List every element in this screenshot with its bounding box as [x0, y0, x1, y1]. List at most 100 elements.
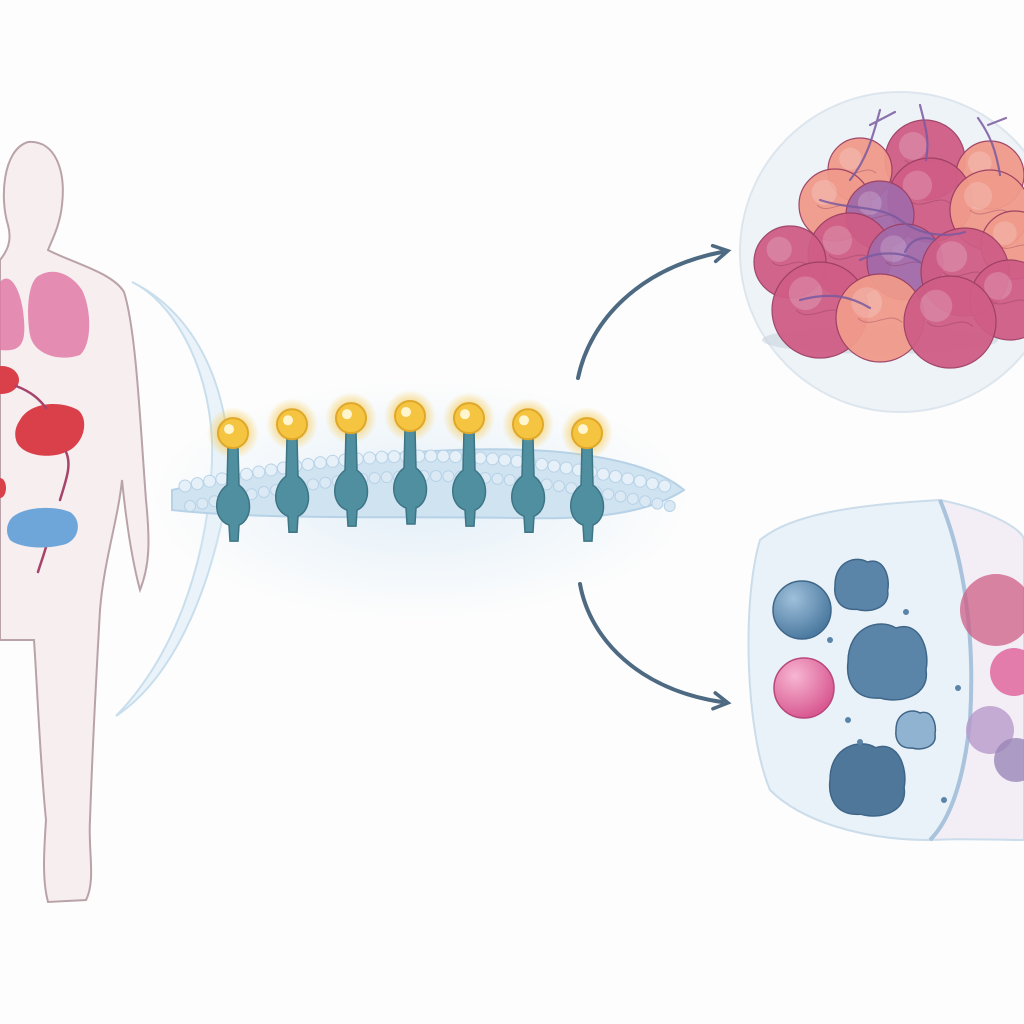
lipid-bead: [602, 488, 615, 501]
tumor-cell-highlight: [992, 221, 1017, 246]
lipid-bead: [614, 490, 627, 503]
receptor-stalk: [570, 444, 605, 542]
ligand: [335, 402, 367, 435]
tumor-cell-highlight: [920, 289, 953, 322]
ligand: [394, 400, 426, 432]
receptor: [266, 398, 318, 534]
lipid-bead: [326, 454, 340, 468]
lipid-bead: [252, 465, 266, 479]
lipid-bead: [313, 456, 327, 470]
lipid-bead: [319, 476, 332, 489]
tumor-cluster: [739, 91, 1024, 413]
lipid-bead: [178, 479, 192, 493]
tumor-remnant: [990, 648, 1024, 696]
tumor-cell-highlight: [822, 225, 853, 255]
receptor-stalk: [511, 435, 546, 534]
tumor-cell-highlight: [766, 236, 792, 262]
lungs: [0, 271, 90, 358]
ligand-highlight: [519, 415, 529, 426]
lipid-bead: [498, 453, 512, 467]
tumor-cell-texture: [908, 199, 952, 205]
receptor: [207, 407, 259, 542]
lipid-bead: [645, 477, 659, 491]
lipid-bead: [609, 469, 622, 483]
lipid-bead: [559, 461, 573, 475]
tumor-cell: [835, 273, 925, 363]
lipid-bead: [633, 474, 647, 488]
lipid-bead: [547, 459, 561, 473]
kidney-upper: [0, 366, 19, 394]
lipid-bead: [375, 450, 389, 464]
lipid-bead: [203, 474, 217, 488]
ligand-highlight: [342, 409, 352, 420]
tumor-cell-highlight: [984, 272, 1012, 300]
lipid-bead: [486, 452, 499, 466]
ligand-highlight: [283, 415, 293, 426]
lipid-bead: [510, 454, 524, 468]
lipid-bead: [621, 472, 635, 486]
tumor-cell-highlight: [967, 151, 992, 176]
lipid-bead: [651, 497, 664, 510]
immune-cell-irregular: [834, 558, 889, 612]
tumor-cell-texture: [857, 317, 903, 323]
tumor-cell-highlight: [880, 235, 907, 262]
arrow-to-immune: [578, 582, 732, 711]
kidney: [15, 404, 85, 456]
receptor-stalk: [452, 429, 487, 527]
ligand: [571, 417, 603, 450]
debris-particle: [857, 739, 863, 745]
lipid-bead: [596, 467, 610, 481]
ligand-highlight: [401, 407, 411, 417]
lipid-bead: [307, 478, 319, 491]
tumor-cell-highlight: [964, 182, 992, 210]
tumor-cell-highlight: [788, 276, 823, 311]
spleen: [7, 507, 78, 548]
lipid-bead: [363, 451, 376, 465]
lipid-bead: [658, 479, 672, 493]
tumor-remnant: [960, 574, 1024, 646]
receptor-row: [207, 390, 613, 542]
tumor-cell-texture: [926, 321, 974, 328]
debris-particle: [903, 609, 909, 615]
arrow-to-tumor: [576, 243, 732, 380]
tumor-cell-highlight: [902, 170, 933, 200]
membrane-lipid-beads: [178, 449, 676, 512]
receptor-stalk: [275, 435, 310, 534]
lipid-bead: [190, 477, 204, 491]
debris-particle: [955, 685, 961, 691]
ligand: [512, 408, 544, 441]
immune-cell-large: [846, 623, 928, 701]
ligand: [276, 408, 308, 441]
immune-cell-bottom: [828, 743, 906, 817]
immune-section: [747, 498, 1024, 842]
lipid-bead: [387, 450, 401, 464]
lipid-bead: [380, 471, 393, 484]
lipid-bead: [240, 467, 253, 481]
lipid-bead: [503, 474, 516, 487]
tumor-cell-highlight: [811, 179, 837, 205]
lipid-bead: [430, 470, 442, 483]
lipid-bead: [553, 480, 565, 493]
lipid-bead: [436, 449, 450, 463]
receptor: [325, 392, 377, 527]
ligand-highlight: [224, 424, 234, 435]
human-body: [0, 140, 150, 904]
debris-particle: [827, 637, 833, 643]
debris-particle: [845, 717, 851, 723]
debris-particle: [941, 797, 947, 803]
lipid-bead: [184, 500, 196, 512]
receptor: [502, 398, 554, 534]
immune-cells: [772, 558, 1024, 817]
receptor: [443, 392, 495, 527]
tumor-remnant: [994, 738, 1024, 782]
receptor-stalk: [393, 427, 428, 525]
lipid-bead: [264, 463, 278, 477]
lipid-bead: [442, 470, 455, 483]
ligand: [453, 402, 485, 435]
receptor: [384, 390, 436, 525]
lipid-bead: [535, 457, 549, 471]
immune-cell-small: [895, 710, 937, 750]
lipid-bead: [368, 471, 381, 484]
tumor-cell-highlight: [936, 241, 968, 272]
tumor-cell-body: [903, 275, 997, 369]
